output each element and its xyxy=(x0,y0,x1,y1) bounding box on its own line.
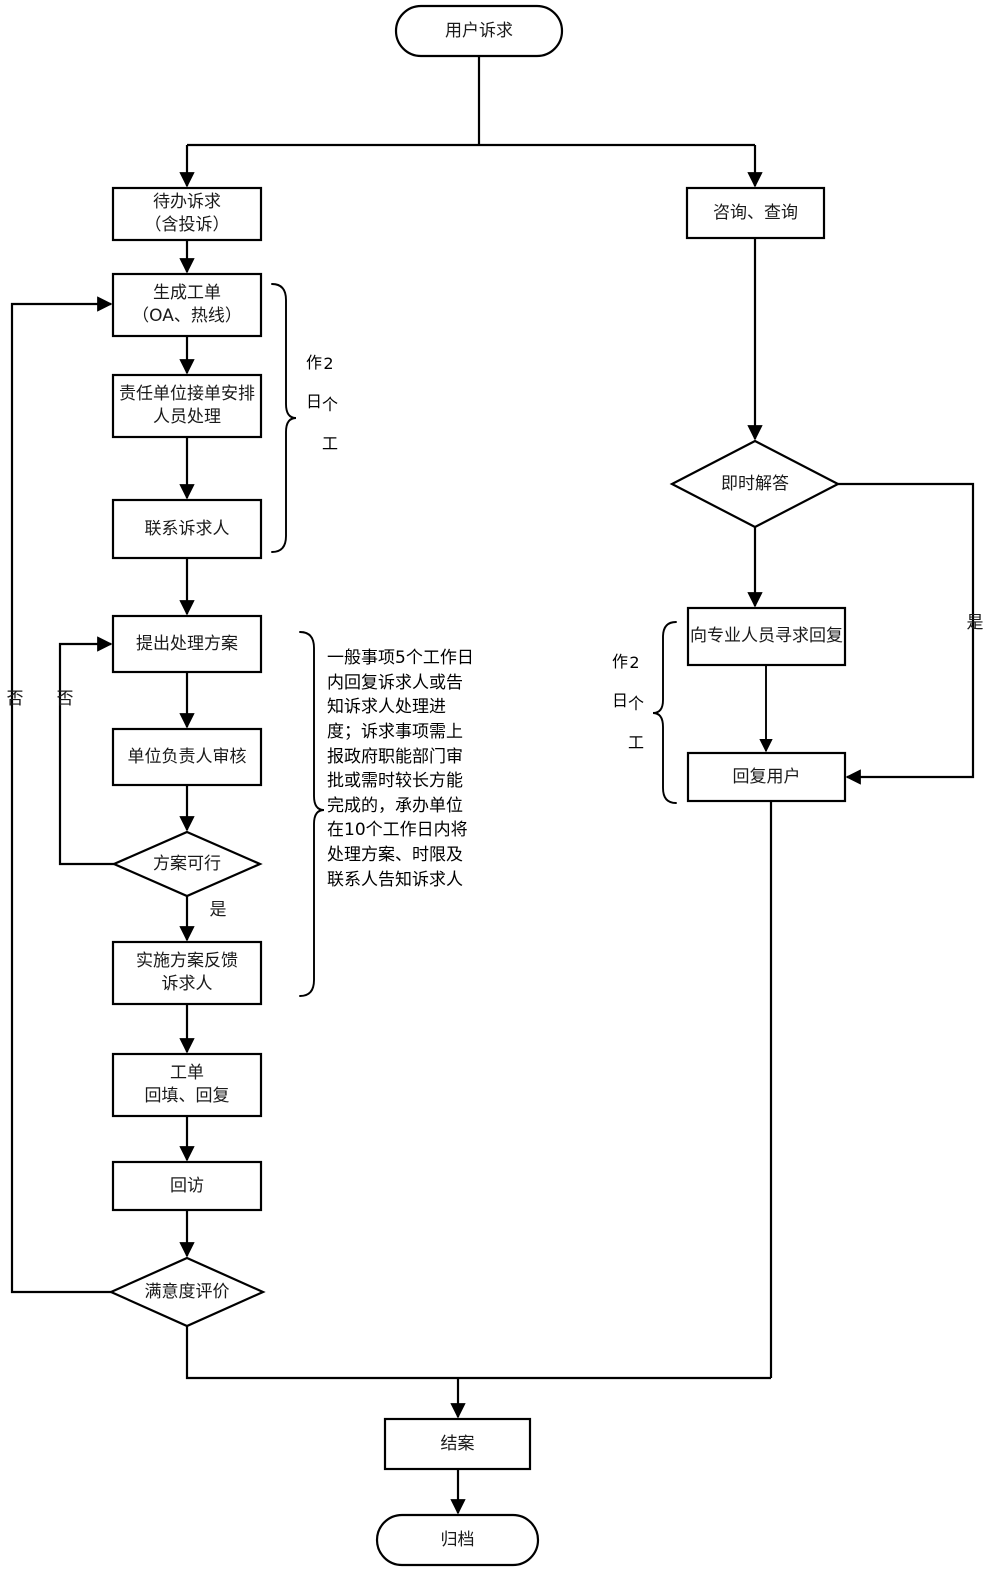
node-feasible-shape xyxy=(111,830,263,898)
node-review-shape xyxy=(111,727,263,787)
node-instant-answer-shape xyxy=(669,439,841,529)
annotation-right-2-workdays: 2 个 工 作 日 xyxy=(609,653,644,783)
edge-satisfaction-merge xyxy=(185,1326,771,1380)
node-revisit-shape xyxy=(111,1160,263,1212)
annotation-right-2-workdays-text: 2 个 工 作 日 xyxy=(609,653,644,752)
edge-feasible-no-loop xyxy=(58,636,114,866)
node-assign-shape xyxy=(111,373,263,439)
edge-instant-yes-bypass xyxy=(838,482,975,785)
annotation-timeline-note: 一般事项5个工作日内回复诉求人或告知诉求人处理进度；诉求事项需上报政府职能部门审… xyxy=(327,646,479,996)
node-fill-reply-shape xyxy=(111,1052,263,1118)
annotation-timeline-note-text: 一般事项5个工作日内回复诉求人或告知诉求人处理进度；诉求事项需上报政府职能部门审… xyxy=(327,648,474,890)
node-close-case-shape xyxy=(383,1417,532,1471)
annotation-left-2-workdays: 2 个 工 作 日 xyxy=(303,354,338,484)
brace-timeline-note xyxy=(299,631,325,997)
node-contact-shape xyxy=(111,498,263,560)
edge-satisfaction-no-loop xyxy=(10,296,113,1294)
node-reply-user-shape xyxy=(686,751,847,803)
annotation-left-2-workdays-text: 2 个 工 作 日 xyxy=(303,354,338,453)
node-pending-shape xyxy=(111,186,263,242)
node-implement-shape xyxy=(111,940,263,1006)
node-propose-shape xyxy=(111,614,263,674)
edge-start-split xyxy=(187,56,755,147)
node-seek-expert-shape xyxy=(686,606,847,667)
node-start-shape xyxy=(394,4,564,58)
brace-left-2days xyxy=(271,283,297,553)
node-satisfaction-shape xyxy=(108,1256,266,1328)
brace-right-2days xyxy=(652,621,677,804)
node-consult-shape xyxy=(685,186,826,240)
node-archive-shape xyxy=(375,1513,540,1567)
node-create-order-shape xyxy=(111,272,263,338)
